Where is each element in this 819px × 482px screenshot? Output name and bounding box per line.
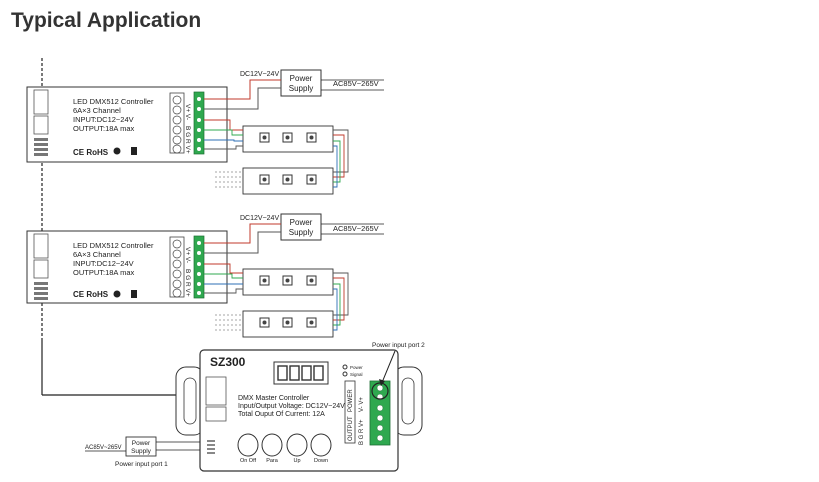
down-button[interactable]: [310, 433, 332, 457]
signal-led-label: Signal: [350, 372, 363, 377]
power-input-port-2-pointer: [380, 350, 396, 386]
dip-switch-block: [34, 138, 48, 156]
controller-channels: 6A×3 Channel: [73, 250, 121, 259]
power-led: [342, 364, 348, 370]
controller-input: INPUT:DC12~24V: [73, 115, 134, 124]
dmx-out-port: [33, 115, 49, 135]
power-input-port-2-label: Power input port 2: [372, 342, 425, 349]
dmx-controller-1: LED DMX512 Controller 6A×3 Channel INPUT…: [26, 86, 228, 163]
terminal-top-label: V+ V-: [184, 104, 191, 120]
power-supply-label: Power: [290, 74, 313, 83]
cert-marks: CE RoHS: [73, 148, 109, 157]
on-off-button-label: On Off: [240, 458, 257, 464]
down-button-label: Down: [314, 458, 328, 464]
power-supply-2: Power Supply DC12V~24V AC85V~265V: [240, 213, 384, 241]
up-button[interactable]: [286, 433, 308, 457]
led-display: [273, 361, 329, 385]
power-supply-label-2: Supply: [289, 84, 313, 93]
weee-bin-icon: [131, 290, 137, 298]
power-input-port-1-label: Power input port 1: [115, 461, 168, 468]
controller-output: OUTPUT:18A max: [73, 268, 135, 277]
cert-marks: CE RoHS: [73, 290, 109, 299]
terminal-rgb-label: B G R V+: [184, 126, 191, 154]
on-off-button[interactable]: [237, 433, 259, 457]
model-label: SZ300: [210, 355, 246, 369]
up-button-label: Up: [293, 458, 300, 464]
power-supply-label-2: Supply: [289, 228, 313, 237]
small-supply-label: Power: [132, 440, 151, 447]
terminal-top-label: V+ V-: [184, 247, 191, 263]
ac-voltage-label: AC85V~265V: [333, 224, 379, 233]
dip-switch-block: [34, 282, 48, 300]
led-strip-1a: [242, 125, 334, 153]
dc-voltage-label: DC12V~24V: [240, 215, 279, 222]
small-supply-ac: AC85V~265V: [85, 445, 122, 451]
controller-name: LED DMX512 Controller: [73, 241, 154, 250]
master-voltage: Input/Output Voltage: DC12V~24V: [238, 403, 345, 410]
controller-output: OUTPUT:18A max: [73, 124, 135, 133]
weee-bin-icon: [131, 147, 137, 155]
controller-name: LED DMX512 Controller: [73, 97, 154, 106]
controller-channels: 6A×3 Channel: [73, 106, 121, 115]
dmx-port-block: [205, 376, 227, 406]
small-supply-label-2: Supply: [131, 448, 152, 455]
power-port-highlight: [371, 382, 389, 400]
dmx-controller-2: LED DMX512 Controller 6A×3 Channel INPUT…: [26, 230, 228, 304]
dmx-in-port: [33, 89, 49, 115]
power-supply-label: Power: [290, 218, 313, 227]
power-supply-1: Power Supply DC12V~24V AC85V~265V: [240, 69, 384, 97]
warning-icon: [113, 147, 121, 155]
output-pins-label: B G R V+: [359, 419, 365, 445]
page-title: Typical Application: [11, 9, 202, 32]
dmx-out-port: [33, 259, 49, 279]
para-button[interactable]: [261, 433, 283, 457]
warning-icon: [113, 290, 121, 298]
para-button-label: Para: [266, 458, 279, 464]
green-connector: [193, 91, 205, 155]
power-supply-master: Power Supply AC85V~265V: [85, 436, 200, 457]
controller-input: INPUT:DC12~24V: [73, 259, 134, 268]
power-pins-label: V- V+: [359, 397, 365, 412]
terminal-rgb-label: B G R V+: [184, 269, 191, 297]
power-port-label: POWER: [348, 389, 354, 412]
led-strip-1b: [242, 167, 334, 195]
output-port-label: OUTPUT: [348, 416, 354, 441]
dc-voltage-label: DC12V~24V: [240, 71, 279, 78]
led-strip-2b: [242, 310, 334, 338]
signal-led: [342, 371, 348, 377]
power-led-label: Power: [350, 365, 363, 370]
ac-voltage-label: AC85V~265V: [333, 79, 379, 88]
master-description: DMX Master Controller: [238, 395, 310, 402]
green-connector: [193, 235, 205, 299]
master-current: Total Ouput Of Current: 12A: [238, 411, 325, 418]
sz300-master-controller: SZ300 Power Signal DMX Master Controller…: [175, 349, 423, 472]
dmx-in-port: [33, 233, 49, 259]
led-strip-2a: [242, 268, 334, 296]
